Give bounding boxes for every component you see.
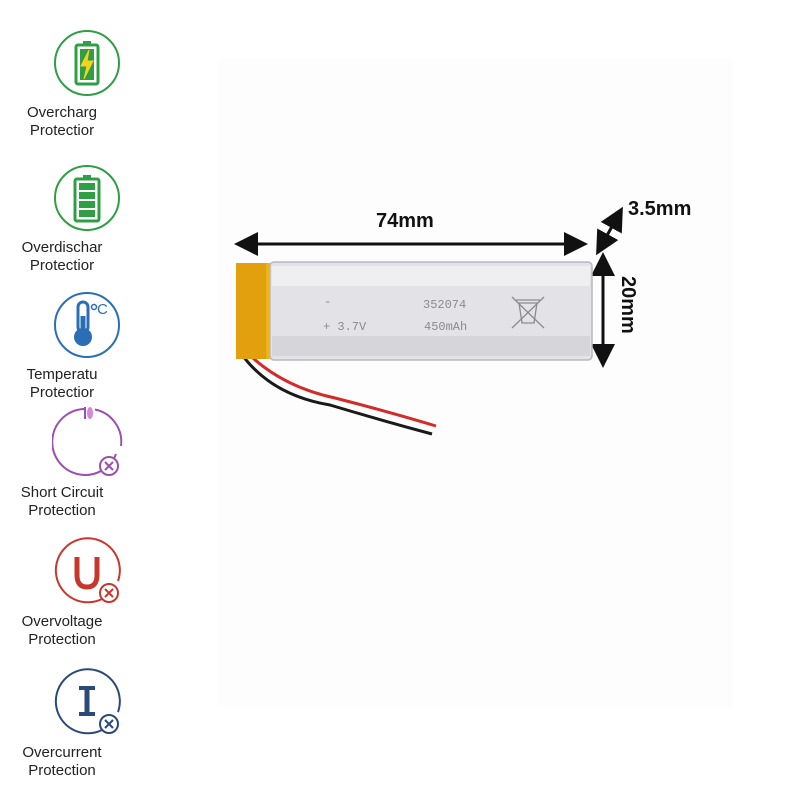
feature-label-line1: Overvoltage	[21, 613, 103, 630]
feature-label-line2: Protection	[28, 502, 96, 519]
short-circuit-icon	[52, 407, 123, 476]
thermometer-icon: C	[54, 292, 120, 358]
battery-voltage: + 3.7V	[323, 320, 367, 334]
feature-label-line1: Overcharg	[26, 104, 98, 121]
feature-label-line2: Protectior	[29, 257, 95, 274]
feature-label-line2: Protectior	[29, 122, 95, 139]
battery-full-icon	[54, 165, 120, 231]
black-wire	[238, 351, 433, 436]
battery-cell	[269, 261, 593, 361]
feature-label-line1: Overcurrent	[22, 744, 102, 761]
feature-label-line1: Overdischar	[21, 239, 103, 256]
thickness-arrow	[596, 206, 623, 256]
svg-text:C: C	[97, 301, 108, 318]
feature-label-line1: Temperatu	[26, 366, 98, 383]
length-label: 74mm	[376, 210, 434, 232]
feature-label-line2: Protection	[28, 762, 96, 779]
width-label: 20mm	[617, 276, 639, 334]
feature-label-line2: Protection	[28, 631, 96, 648]
battery-model: 352074	[423, 298, 466, 312]
battery-capacity: 450mAh	[424, 320, 467, 334]
thickness-label: 3.5mm	[628, 198, 692, 220]
product-photo-area	[218, 58, 733, 708]
battery-neg-mark: -	[324, 295, 331, 309]
disposal-bin-icon	[511, 296, 545, 329]
feature-label-line1: Short Circuit	[20, 484, 104, 501]
red-wire	[238, 344, 437, 428]
battery-bolt-icon	[54, 30, 120, 96]
feature-label-line2: Protectior	[29, 384, 95, 401]
current-i-icon	[54, 668, 121, 735]
voltage-u-icon	[54, 537, 121, 604]
feature-sidebar: Overcharg Protectior Overdischar Protect…	[0, 0, 150, 800]
